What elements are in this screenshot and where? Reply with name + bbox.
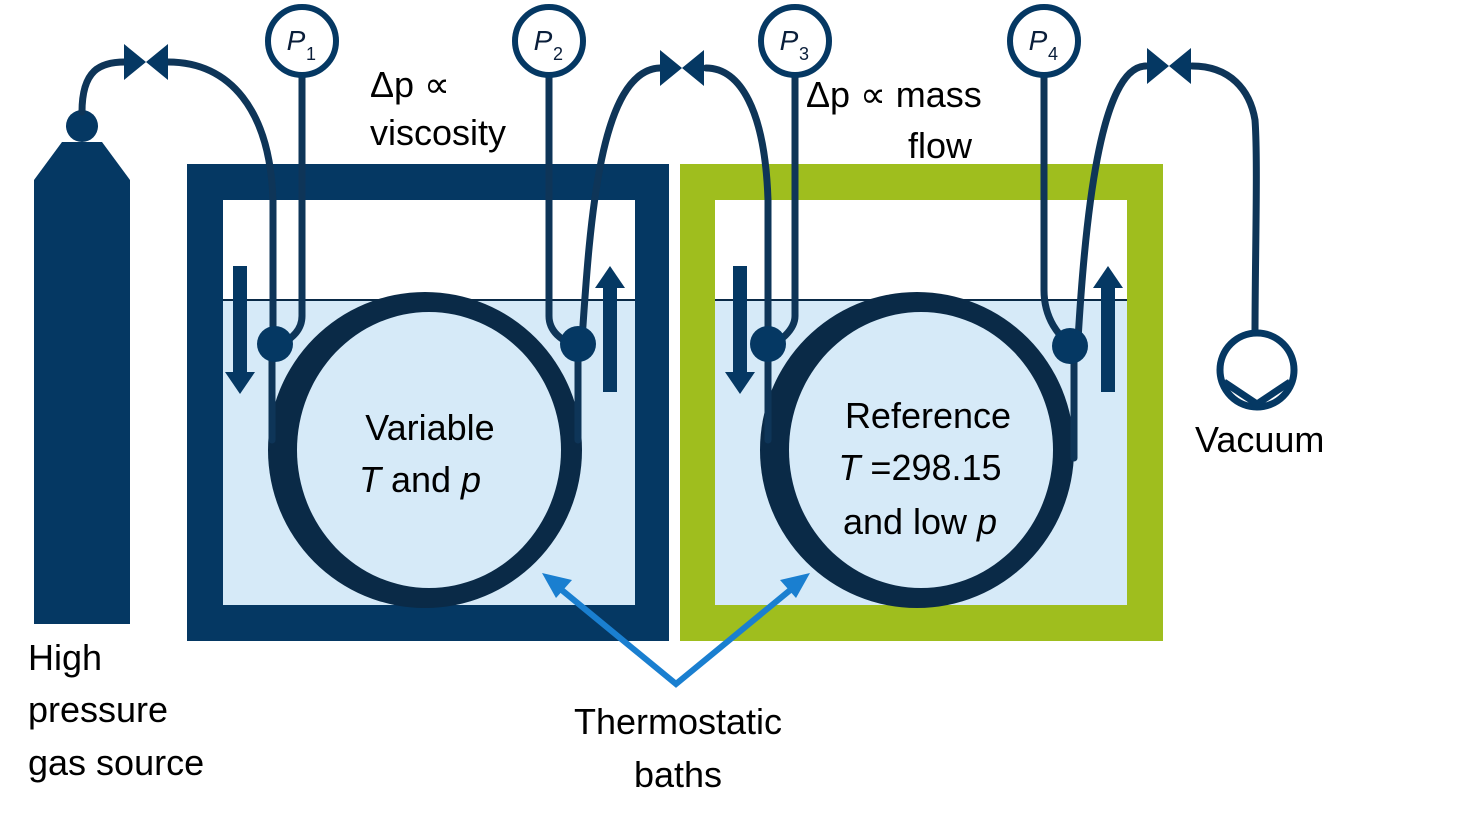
gauge-3-sub: 3 xyxy=(799,44,809,64)
gas-cylinder xyxy=(34,110,130,624)
gas-source-label-line2: pressure xyxy=(28,689,168,730)
vacuum-pump xyxy=(1216,329,1298,411)
thermostatic-pointer xyxy=(542,573,810,688)
massflow-annotation-line2: flow xyxy=(908,125,973,166)
valve-1 xyxy=(124,44,168,80)
variable-bath-label-line2: T and p xyxy=(359,459,481,500)
viscosity-annotation-line1: Δp ∝ xyxy=(370,64,450,105)
massflow-annotation-line1: Δp ∝ mass xyxy=(806,74,982,115)
reference-bath-label-line1: Reference xyxy=(845,395,1011,436)
vacuum-label: Vacuum xyxy=(1195,419,1324,460)
gauge-4-label: P xyxy=(1029,25,1048,56)
viscosity-annotation-line2: viscosity xyxy=(370,112,506,153)
circulation-up-arrow-left xyxy=(595,266,625,392)
gauge-2-sub: 2 xyxy=(553,44,563,64)
reference-bath-label-line3: and low p xyxy=(843,501,997,542)
variable-coil xyxy=(268,292,582,608)
thermostatic-label-line1: Thermostatic xyxy=(574,701,782,742)
reference-T: T xyxy=(838,447,863,488)
gauge-1-sub: 1 xyxy=(306,44,316,64)
variable-and: and xyxy=(381,459,461,500)
pressure-gauge-2: P 2 xyxy=(512,4,586,78)
variable-T: T xyxy=(359,459,384,500)
variable-bath-label-line1: Variable xyxy=(365,407,494,448)
variable-p: p xyxy=(460,459,481,500)
reference-and-low: and low xyxy=(843,501,977,542)
pressure-gauge-1: P 1 xyxy=(265,4,339,78)
gas-source-label-line3: gas source xyxy=(28,742,204,783)
gauge-2-label: P xyxy=(534,25,553,56)
tubing xyxy=(78,58,1260,462)
pressure-gauge-3: P 3 xyxy=(758,4,832,78)
valve-2 xyxy=(660,50,704,86)
reference-bath-label-line2: T =298.15 xyxy=(838,447,1001,488)
circulation-down-arrow-right xyxy=(725,266,755,394)
circulation-down-arrow-left xyxy=(225,266,255,394)
reference-coil xyxy=(760,292,1074,608)
gas-source-label-line1: High xyxy=(28,637,102,678)
thermostatic-label-line2: baths xyxy=(634,754,722,795)
gauge-4-sub: 4 xyxy=(1048,44,1058,64)
gauge-1-label: P xyxy=(287,25,306,56)
tube-junctions xyxy=(257,326,1088,364)
reference-p: p xyxy=(976,501,997,542)
pressure-gauge-4: P 4 xyxy=(1007,4,1081,78)
reference-temp: =298.15 xyxy=(860,447,1001,488)
valve-3 xyxy=(1147,48,1191,84)
circulation-up-arrow-right xyxy=(1093,266,1123,392)
gauge-3-label: P xyxy=(780,25,799,56)
